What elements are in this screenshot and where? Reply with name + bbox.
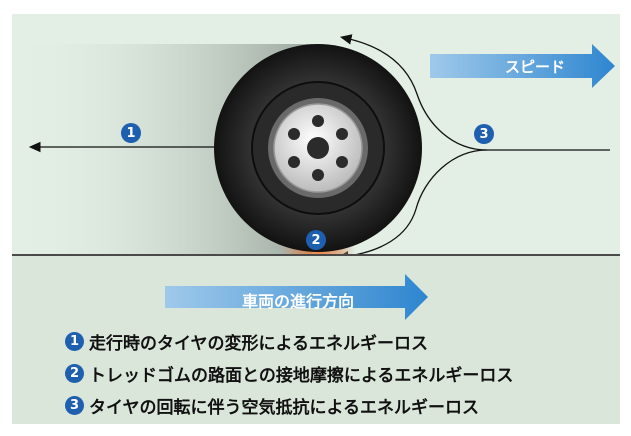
tire-diagram-svg: [12, 34, 615, 254]
lug-nut: [312, 115, 324, 127]
wheel-center: [307, 137, 329, 159]
lug-nut: [312, 169, 324, 181]
top-strip: [0, 0, 631, 14]
legend: 1 走行時のタイヤの変形によるエネルギーロス 2 トレッドゴムの路面との接地摩擦…: [65, 328, 513, 424]
legend-item: 3 タイヤの回転に伴う空気抵抗によるエネルギーロス: [65, 392, 513, 418]
legend-text: トレッドゴムの路面との接地摩擦によるエネルギーロス: [89, 365, 514, 386]
lug-nut: [288, 128, 300, 140]
legend-text: 走行時のタイヤの変形によるエネルギーロス: [89, 333, 428, 354]
tire-diagram-panel: スピード 1 2 3: [12, 14, 620, 254]
speed-arrow-shape: [430, 44, 615, 88]
marker-3: 3: [474, 124, 494, 144]
marker-1: 1: [121, 123, 141, 143]
legend-item: 1 走行時のタイヤの変形によるエネルギーロス: [65, 328, 513, 354]
legend-number: 1: [65, 331, 84, 351]
legend-number: 2: [65, 363, 84, 383]
legend-number: 3: [65, 395, 84, 415]
lug-nut: [288, 156, 300, 168]
lug-nut: [336, 128, 348, 140]
legend-text: タイヤの回転に伴う空気抵抗によるエネルギーロス: [89, 397, 479, 418]
air-flow-lower-curve: [336, 149, 488, 254]
lug-nut: [336, 156, 348, 168]
direction-arrow-label: 車両の進行方向: [242, 292, 355, 311]
legend-item: 2 トレッドゴムの路面との接地摩擦によるエネルギーロス: [65, 360, 513, 386]
air-flow-upper-curve: [339, 34, 488, 151]
speed-arrow-label: スピード: [505, 58, 566, 76]
marker-2: 2: [306, 230, 326, 250]
